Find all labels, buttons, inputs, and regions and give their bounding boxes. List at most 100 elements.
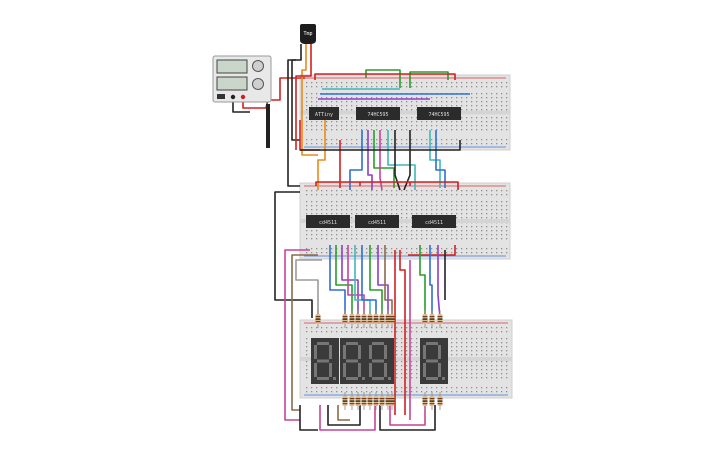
wire[interactable] bbox=[337, 405, 350, 421]
wire[interactable] bbox=[384, 245, 393, 318]
wire[interactable] bbox=[389, 405, 426, 426]
temperature-sensor[interactable]: Tmp bbox=[300, 24, 316, 44]
wire[interactable] bbox=[295, 259, 322, 318]
chip-label: cd4511 bbox=[425, 220, 443, 226]
chip-attiny[interactable]: ATTiny bbox=[309, 107, 339, 120]
wire[interactable] bbox=[409, 71, 449, 88]
segment bbox=[438, 363, 441, 377]
wire[interactable] bbox=[377, 245, 389, 318]
resistor[interactable] bbox=[437, 392, 443, 410]
wire[interactable] bbox=[319, 405, 376, 431]
resistor[interactable] bbox=[373, 392, 379, 410]
resistor[interactable] bbox=[315, 310, 321, 328]
segment bbox=[358, 363, 361, 377]
segment bbox=[423, 345, 426, 359]
power-supply-switch[interactable] bbox=[217, 94, 225, 99]
wire[interactable] bbox=[341, 245, 359, 318]
wire[interactable] bbox=[379, 405, 436, 431]
segment bbox=[314, 345, 317, 359]
segment bbox=[317, 342, 329, 345]
power-supply[interactable] bbox=[212, 55, 272, 103]
decimal-point bbox=[333, 377, 336, 380]
chip-label: cd4511 bbox=[319, 220, 337, 226]
resistor[interactable] bbox=[429, 310, 435, 328]
terminal-negative[interactable] bbox=[230, 94, 236, 100]
wire[interactable] bbox=[335, 245, 353, 318]
wire[interactable] bbox=[403, 130, 411, 191]
wire[interactable] bbox=[394, 130, 401, 191]
segment bbox=[343, 345, 346, 359]
segment bbox=[317, 359, 329, 363]
chip-74hc595-2[interactable]: 74HC595 bbox=[417, 107, 461, 120]
segment bbox=[317, 377, 329, 380]
wire[interactable] bbox=[419, 245, 426, 318]
decimal-point bbox=[388, 377, 391, 380]
resistor[interactable] bbox=[355, 310, 361, 328]
wire[interactable] bbox=[408, 245, 456, 256]
resistor[interactable] bbox=[373, 310, 379, 328]
wires bbox=[232, 44, 470, 431]
wire[interactable] bbox=[429, 130, 441, 188]
wire[interactable] bbox=[361, 245, 377, 318]
segment bbox=[384, 345, 387, 359]
resistor[interactable] bbox=[389, 392, 395, 410]
pin-header bbox=[266, 104, 270, 148]
resistor[interactable] bbox=[349, 392, 355, 410]
resistor[interactable] bbox=[349, 310, 355, 328]
resistor[interactable] bbox=[385, 310, 391, 328]
knob-icon[interactable] bbox=[252, 78, 264, 90]
wire[interactable] bbox=[315, 181, 459, 190]
wire[interactable] bbox=[300, 140, 461, 151]
segment bbox=[346, 377, 358, 380]
resistor[interactable] bbox=[342, 310, 348, 328]
segment bbox=[314, 363, 317, 377]
wire[interactable] bbox=[301, 44, 318, 156]
knob-icon[interactable] bbox=[252, 60, 264, 72]
wire[interactable] bbox=[327, 405, 361, 426]
wire[interactable] bbox=[429, 245, 433, 318]
resistor[interactable] bbox=[355, 392, 361, 410]
resistor[interactable] bbox=[342, 392, 348, 410]
resistor[interactable] bbox=[361, 310, 367, 328]
wire[interactable] bbox=[274, 191, 313, 318]
power-supply-display-current bbox=[216, 76, 248, 91]
chip-cd4511-1[interactable]: cd4511 bbox=[306, 215, 350, 228]
resistor[interactable] bbox=[367, 310, 373, 328]
wire[interactable] bbox=[295, 44, 312, 150]
segment bbox=[372, 377, 384, 380]
resistor[interactable] bbox=[422, 310, 428, 328]
wire[interactable] bbox=[369, 245, 383, 318]
wire[interactable] bbox=[399, 250, 406, 415]
resistor[interactable] bbox=[367, 392, 373, 410]
wire[interactable] bbox=[314, 73, 456, 80]
segment bbox=[426, 342, 438, 345]
segment bbox=[423, 363, 426, 377]
resistor[interactable] bbox=[437, 310, 443, 328]
resistor[interactable] bbox=[389, 310, 395, 328]
chip-74hc595-1[interactable]: 74HC595 bbox=[356, 107, 400, 120]
segment bbox=[346, 342, 358, 345]
chip-cd4511-2[interactable]: cd4511 bbox=[355, 215, 399, 228]
wire[interactable] bbox=[329, 245, 346, 318]
wire[interactable] bbox=[373, 130, 395, 188]
terminal-positive[interactable] bbox=[240, 94, 246, 100]
resistor[interactable] bbox=[429, 392, 435, 410]
wire[interactable] bbox=[437, 245, 441, 319]
segment bbox=[343, 363, 346, 377]
wire[interactable] bbox=[287, 59, 300, 187]
decimal-point bbox=[362, 377, 365, 380]
wire[interactable] bbox=[284, 249, 310, 421]
chip-label: ATTiny bbox=[315, 112, 333, 118]
resistor[interactable] bbox=[385, 392, 391, 410]
wire[interactable] bbox=[317, 120, 326, 190]
resistor[interactable] bbox=[379, 310, 385, 328]
chip-cd4511-3[interactable]: cd4511 bbox=[412, 215, 456, 228]
wire[interactable] bbox=[387, 130, 416, 190]
resistor[interactable] bbox=[361, 392, 367, 410]
wire[interactable] bbox=[347, 245, 365, 318]
wire[interactable] bbox=[291, 254, 318, 411]
resistor[interactable] bbox=[379, 392, 385, 410]
wire[interactable] bbox=[379, 130, 383, 191]
resistor[interactable] bbox=[422, 392, 428, 410]
wire[interactable] bbox=[299, 405, 318, 431]
